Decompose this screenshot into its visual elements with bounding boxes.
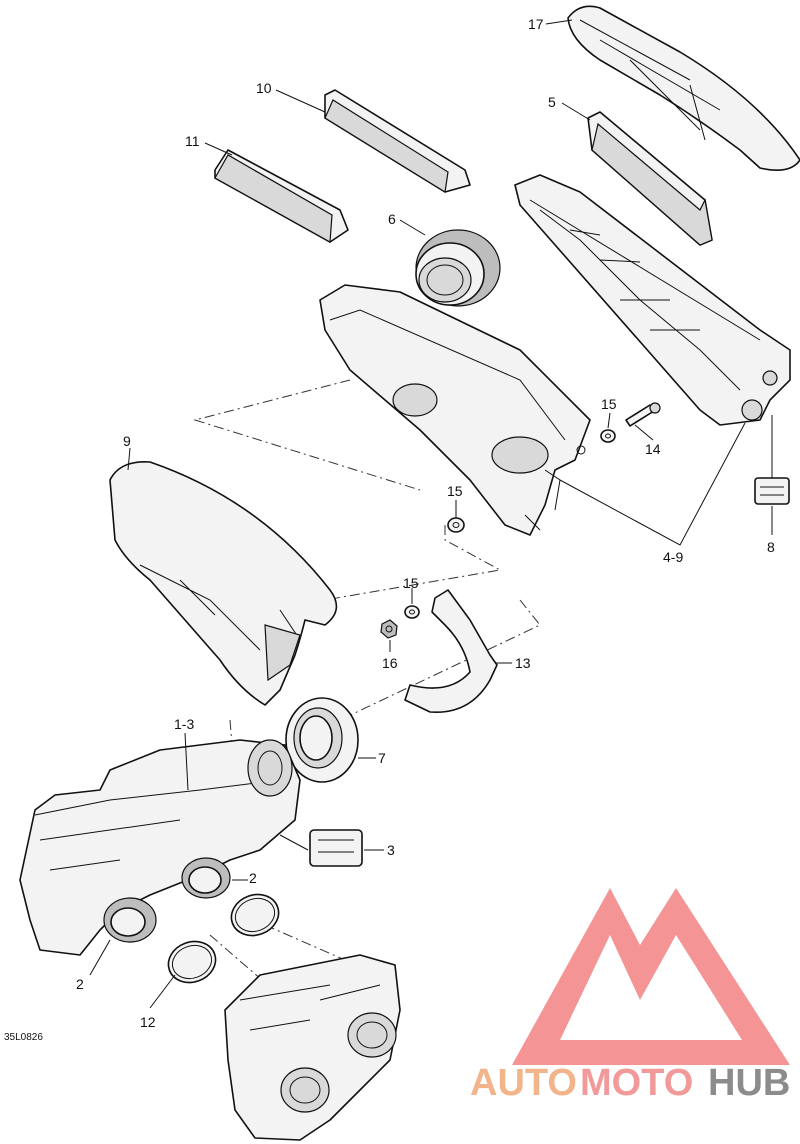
part-3-label (309, 829, 363, 867)
part-9-filter (109, 461, 338, 706)
callout-7: 7 (378, 750, 386, 766)
leader-lines (89, 19, 773, 1009)
callout-12: 12 (140, 1014, 156, 1030)
callout-15-low: 15 (403, 575, 419, 591)
part-intake-housing (319, 284, 591, 536)
callout-15-mid: 15 (447, 483, 463, 499)
callout-8: 8 (767, 539, 775, 555)
part-lid-right (514, 174, 791, 426)
washers (404, 429, 616, 619)
part-11-foam (214, 149, 349, 243)
part-7-seal (285, 697, 359, 783)
callout-16: 16 (382, 655, 398, 671)
part-14-screw (625, 402, 661, 427)
callout-11: 11 (185, 133, 200, 149)
callout-17: 17 (528, 16, 544, 32)
watermark-logo (512, 888, 790, 1065)
watermark-text-auto: AUTO (470, 1062, 577, 1104)
callout-13: 13 (515, 655, 531, 671)
part-10-foam (324, 89, 471, 193)
part-6-grommet (415, 229, 501, 307)
callout-labels: 17 10 5 11 6 15 14 9 15 8 4-9 15 16 13 1… (4, 16, 775, 1043)
carburetor-assembly (224, 954, 401, 1141)
callout-4-9: 4-9 (663, 549, 683, 565)
callout-10: 10 (256, 80, 272, 96)
part-5-foam (587, 111, 713, 246)
callout-6: 6 (388, 211, 396, 227)
callout-14: 14 (645, 441, 661, 457)
clamps (167, 893, 280, 984)
part-13-bracket (404, 589, 498, 713)
callout-5: 5 (548, 94, 556, 110)
callout-1-3: 1-3 (174, 716, 194, 732)
callout-2-left: 2 (76, 976, 84, 992)
part-16-nut (380, 619, 398, 639)
figure-code: 35L0826 (4, 1032, 43, 1043)
watermark-triangle-icon (512, 888, 790, 1065)
watermark-text-moto: MOTO (580, 1062, 693, 1104)
watermark-text-hub: HUB (708, 1062, 790, 1104)
watermark-text: AUTO MOTO HUB (470, 1062, 790, 1104)
part-1-3-airbox (19, 739, 301, 956)
callout-2-right: 2 (249, 870, 257, 886)
part-8-label (754, 477, 790, 505)
part-17-cover (567, 5, 800, 171)
callout-9: 9 (123, 433, 131, 449)
callout-15-top: 15 (601, 396, 617, 412)
callout-3: 3 (387, 842, 395, 858)
